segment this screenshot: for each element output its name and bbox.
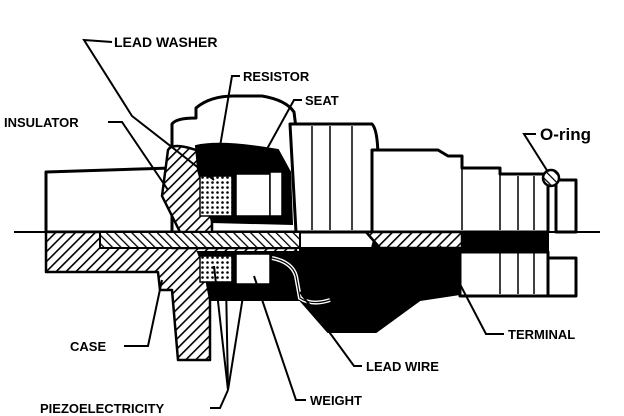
- sensor-section-lower: [44, 230, 578, 362]
- label-insulator: INSULATOR: [4, 115, 79, 130]
- label-piezoelectricity: PIEZOELECTRICITY: [40, 401, 165, 416]
- label-weight: WEIGHT: [310, 393, 362, 408]
- label-lead-wire: LEAD WIRE: [366, 359, 439, 374]
- label-seat: SEAT: [305, 93, 339, 108]
- label-oring: O-ring: [540, 125, 591, 144]
- label-case: CASE: [70, 339, 106, 354]
- o-ring: [541, 168, 561, 188]
- label-terminal: TERMINAL: [508, 327, 575, 342]
- label-lead-washer: LEAD WASHER: [114, 34, 217, 50]
- sensor-internal-stack: [160, 142, 294, 234]
- leader-lines: [82, 38, 549, 409]
- sensor-upper-body: [44, 94, 578, 234]
- label-resistor: RESISTOR: [243, 69, 310, 84]
